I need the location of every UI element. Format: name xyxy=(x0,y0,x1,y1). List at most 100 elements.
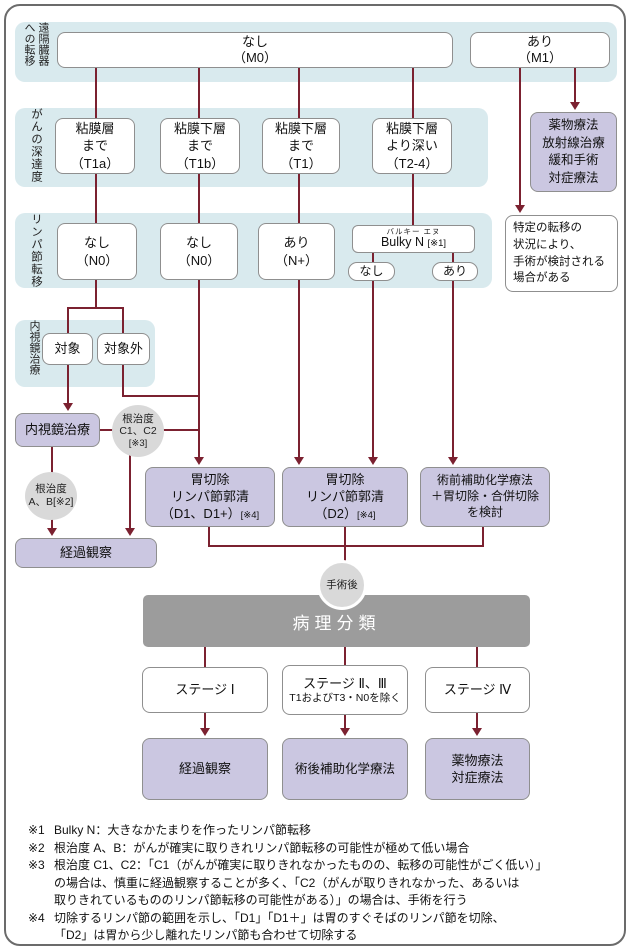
arrowhead xyxy=(368,457,378,465)
arrowhead xyxy=(340,728,350,736)
node-specific-metastasis-note: 特定の転移の 状況により、 手術が検討される 場合がある xyxy=(505,215,618,292)
curability-c1c2-note: [※3] xyxy=(128,437,148,449)
node-neoadjuvant: 術前補助化学療法 ＋胃切除・合併切除 を検討 xyxy=(420,467,550,527)
connector-line xyxy=(482,527,484,547)
footnote-line: 取りきれているもののリンパ節転移の可能性がある）」の場合は、手術を行う xyxy=(28,892,606,910)
node-bulky-n: バルキー エヌ Bulky N [※1] xyxy=(352,225,475,253)
footnotes: ※1 Bulky N：大きなかたまりを作ったリンパ節転移 ※2 根治度 A、B：がん… xyxy=(28,822,606,945)
node-bulky-ari: あり xyxy=(432,262,478,281)
connector-line xyxy=(198,280,200,458)
connector-line xyxy=(344,647,346,666)
connector-line xyxy=(208,545,346,547)
footnote-marker: ※1 xyxy=(28,823,45,837)
connector-line xyxy=(476,713,478,730)
band-label-distant-metastasis: 遠隔臓器 への転移 xyxy=(23,22,49,66)
connector-line xyxy=(95,68,97,118)
node-t2-4: 粘膜下層 より深い （T2-4） xyxy=(372,118,452,174)
gastrectomy-d1-code: （D1、D1+） xyxy=(160,506,241,522)
gastrectomy-d2-note: [※4] xyxy=(357,510,376,522)
footnote-text: 根治度 C1、C2：「C1（がんが確実に取りきれなかったものの、転移の可能性がご… xyxy=(54,858,548,872)
footnote-text: 根治度 A、B：がんが確実に取りきれリンパ節転移の可能性が極めて低い場合 xyxy=(54,840,470,855)
connector-line xyxy=(67,307,124,309)
gastrectomy-d2-label: 胃切除 リンパ節郭清 xyxy=(305,472,384,505)
band-label-tumor-depth: がんの深達度 xyxy=(30,108,42,183)
node-gastrectomy-d2: 胃切除 リンパ節郭清 （D2）[※4] xyxy=(282,467,408,527)
footnote-marker xyxy=(28,927,54,945)
stage-2-3-title: ステージ Ⅱ、Ⅲ xyxy=(303,675,387,691)
bulky-n-label: Bulky N xyxy=(380,234,425,249)
outer-frame xyxy=(4,4,626,946)
node-endoscopic-treatment: 内視鏡治療 xyxy=(15,413,100,447)
connector-line xyxy=(452,281,454,458)
arrowhead xyxy=(125,528,135,536)
footnote-marker: ※3 xyxy=(28,858,45,872)
circle-post-surgery: 手術後 xyxy=(317,560,367,610)
arrowhead xyxy=(294,457,304,465)
connector-line xyxy=(129,450,131,529)
connector-line xyxy=(298,68,300,118)
connector-line xyxy=(122,308,124,333)
connector-line xyxy=(95,174,97,223)
node-n0-b: なし （N0） xyxy=(160,223,238,280)
connector-line xyxy=(204,647,206,667)
connector-line xyxy=(204,713,206,730)
connector-line xyxy=(372,281,374,458)
footnote-text: Bulky N：大きなかたまりを作ったリンパ節転移 xyxy=(54,823,311,837)
node-n0-a: なし （N0） xyxy=(57,223,137,280)
connector-line xyxy=(198,174,200,223)
circle-curability-ab: 根治度 A、B[※2] xyxy=(25,472,77,520)
node-drug-symptomatic: 薬物療法 対症療法 xyxy=(425,738,530,800)
footnote-marker xyxy=(28,892,54,910)
connector-line xyxy=(372,252,374,262)
node-taisho: 対象 xyxy=(42,333,93,365)
arrowhead xyxy=(63,403,73,411)
footnote-line: ※1 Bulky N：大きなかたまりを作ったリンパ節転移 xyxy=(28,822,606,840)
arrowhead xyxy=(200,728,210,736)
bulky-n-note: [※1] xyxy=(427,237,447,249)
gastrectomy-d2-code: （D2） xyxy=(314,506,358,522)
footnote-text: 取りきれているもののリンパ節転移の可能性がある）」の場合は、手術を行う xyxy=(54,893,468,907)
node-gastrectomy-d1: 胃切除 リンパ節郭清 （D1、D1+）[※4] xyxy=(145,467,275,527)
node-m0: なし （M0） xyxy=(57,32,453,68)
footnote-line: 「D2」は胃から少し離れたリンパ節も合わせて切除する xyxy=(28,927,606,945)
connector-line xyxy=(67,365,69,404)
node-stage-2-3: ステージ Ⅱ、Ⅲ T1およびT3・N0を除く xyxy=(282,665,408,715)
connector-line xyxy=(574,68,576,103)
arrowhead xyxy=(515,205,525,213)
stage-2-3-subtitle: T1およびT3・N0を除く xyxy=(289,692,401,705)
gastrectomy-d1-label: 胃切除 リンパ節郭清 xyxy=(170,472,249,505)
curability-c1c2-label: 根治度 C1、C2 xyxy=(119,412,157,438)
node-adjuvant-chemo: 術後補助化学療法 xyxy=(282,738,408,800)
node-stage-1: ステージ Ⅰ xyxy=(142,667,268,713)
footnote-marker: ※2 xyxy=(28,840,45,855)
node-followup-1: 経過観察 xyxy=(15,538,157,568)
connector-line xyxy=(412,174,414,225)
node-t1a: 粘膜層 まで （T1a） xyxy=(55,118,135,174)
arrowhead xyxy=(570,102,580,110)
connector-line xyxy=(476,647,478,667)
connector-line xyxy=(344,527,346,567)
bulky-n-furigana: バルキー エヌ xyxy=(386,227,441,237)
node-followup-2: 経過観察 xyxy=(142,738,268,800)
circle-curability-c1c2: 根治度 C1、C2 [※3] xyxy=(112,405,164,457)
node-t1: 粘膜下層 まで （T1） xyxy=(262,118,340,174)
arrowhead xyxy=(194,457,204,465)
footnote-line: ※2 根治度 A、B：がんが確実に取りきれリンパ節転移の可能性が極めて低い場合 xyxy=(28,840,606,858)
connector-line xyxy=(67,308,69,333)
footnote-marker xyxy=(28,875,54,893)
node-m1: あり （M1） xyxy=(470,32,610,68)
connector-line xyxy=(412,68,414,118)
connector-line xyxy=(344,545,484,547)
connector-line xyxy=(95,280,97,309)
node-t1b: 粘膜下層 まで （T1b） xyxy=(160,118,240,174)
footnote-text: の場合は、慎重に経過観察することが多く、「C2（がんが取りきれなかった、あるいは xyxy=(54,875,520,890)
arrowhead xyxy=(448,457,458,465)
footnote-line: ※3 根治度 C1、C2：「C1（がんが確実に取りきれなかったものの、転移の可能性… xyxy=(28,857,606,875)
node-bulky-nashi: なし xyxy=(348,262,395,281)
connector-line xyxy=(122,365,124,397)
arrowhead xyxy=(47,528,57,536)
node-stage-4: ステージ Ⅳ xyxy=(425,667,530,713)
footnote-marker: ※4 xyxy=(28,910,45,925)
